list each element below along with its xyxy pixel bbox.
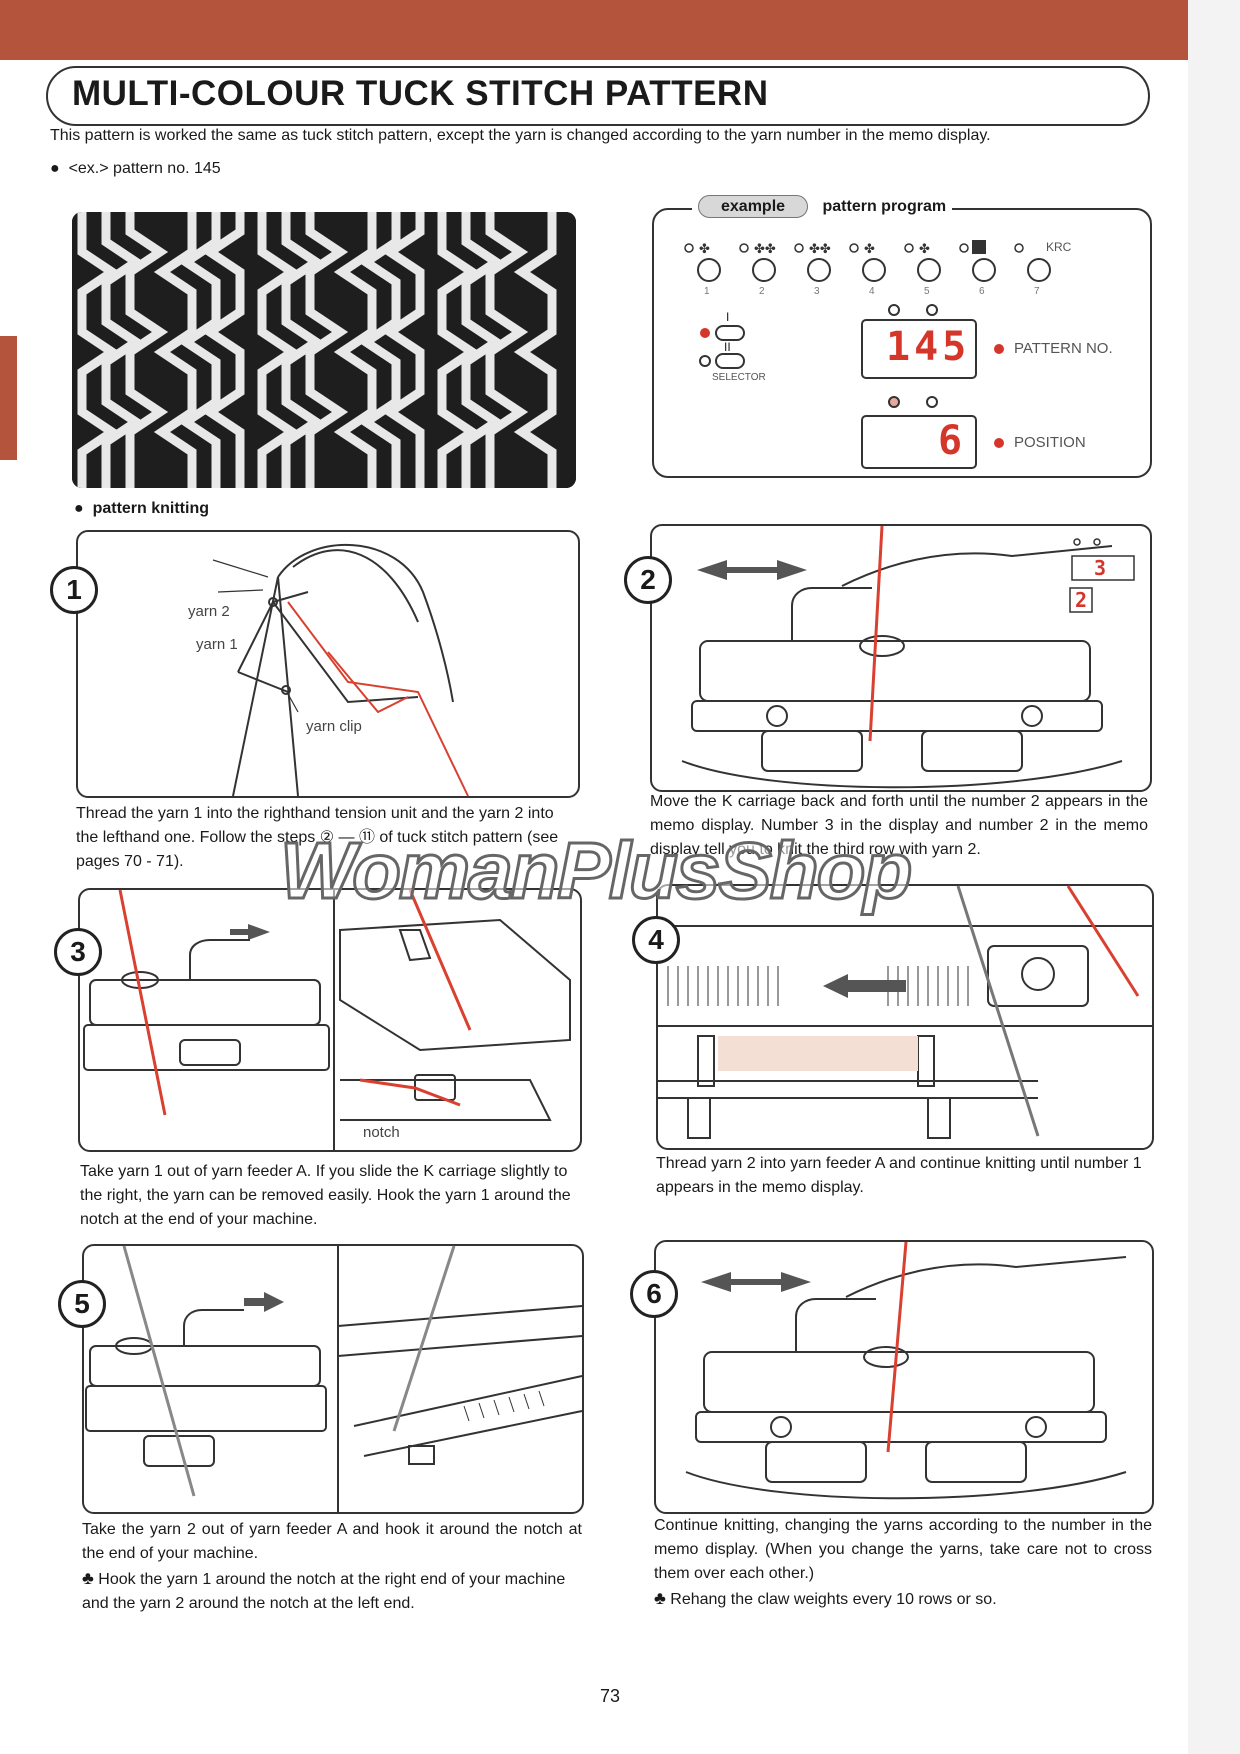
step-5-caption: Take the yarn 2 out of yarn feeder A and… xyxy=(82,1521,582,1562)
club-icon: ♣ xyxy=(82,1568,94,1588)
control-panel-graphic: ✤ ✤✤ ✤✤ ✤ ✤ xyxy=(684,240,1051,469)
club-icon: ♣ xyxy=(654,1588,666,1608)
position-label: POSITION xyxy=(1014,434,1086,451)
svg-text:✤✤: ✤✤ xyxy=(754,242,776,257)
button-number: 1 xyxy=(704,286,710,297)
panel-heading: example pattern program xyxy=(692,195,953,218)
memo-display-top: 3 xyxy=(1094,556,1111,580)
position-display: 6 xyxy=(938,418,967,464)
top-color-bar xyxy=(0,0,1188,60)
pattern-no-display: 145 xyxy=(886,324,971,370)
button-number: 4 xyxy=(869,286,875,297)
step-2-number: 2 xyxy=(624,556,672,604)
step-1-number: 1 xyxy=(50,566,98,614)
step-6-caption: Continue knitting, changing the yarns ac… xyxy=(654,1517,1152,1582)
step-2-illustration: 3 2 xyxy=(650,524,1152,792)
pattern-program-panel: ✤ ✤✤ ✤✤ ✤ ✤ example pattern program KRC … xyxy=(652,195,1152,478)
button-number: 5 xyxy=(924,286,930,297)
pattern-program-heading: pattern program xyxy=(822,198,947,215)
needle-bed-drawing xyxy=(658,885,1152,1139)
page-title: MULTI-COLOUR TUCK STITCH PATTERN xyxy=(72,74,769,113)
pattern-no-label: PATTERN NO. xyxy=(1014,340,1113,357)
carriage-drawing-6 xyxy=(685,1241,1127,1500)
example-label: <ex.> pattern no. 145 xyxy=(68,160,221,177)
step-6-note-text: Rehang the claw weights every 10 rows or… xyxy=(670,1591,997,1608)
step-3-number: 3 xyxy=(54,928,102,976)
notch-label: notch xyxy=(363,1124,400,1141)
watermark: WomanPlusShop xyxy=(278,825,913,917)
carriage-drawing-5 xyxy=(85,1245,583,1512)
intro-paragraph: This pattern is worked the same as tuck … xyxy=(50,127,991,144)
step-3-illustration: notch xyxy=(78,888,582,1152)
carriage-drawing-2 xyxy=(681,525,1135,789)
selector-ii-label: II xyxy=(724,340,731,354)
step-5-note: ♣ Hook the yarn 1 around the notch at th… xyxy=(82,1566,582,1616)
title-frame xyxy=(46,66,1150,126)
button-number: 7 xyxy=(1034,286,1040,297)
step-1-caption: Thread the yarn 1 into the righthand ten… xyxy=(76,805,559,870)
svg-text:✤: ✤ xyxy=(919,242,930,257)
pattern-knitting-label: pattern knitting xyxy=(92,500,209,517)
side-tab xyxy=(0,336,17,460)
section-label: ● pattern knitting xyxy=(74,500,209,517)
step-4-illustration xyxy=(656,884,1154,1150)
step-6-number: 6 xyxy=(630,1270,678,1318)
step-1-illustration: yarn 2 yarn 1 yarn clip xyxy=(76,530,580,798)
svg-text:✤: ✤ xyxy=(864,242,875,257)
selector-i-label: I xyxy=(726,310,730,324)
tension-unit-drawing xyxy=(212,543,469,797)
example-line: ● <ex.> pattern no. 145 xyxy=(50,160,221,177)
step-5-note-text: Hook the yarn 1 around the notch at the … xyxy=(82,1571,566,1612)
yarn1-label: yarn 1 xyxy=(196,636,238,653)
button-number: 6 xyxy=(979,286,985,297)
button-number: 3 xyxy=(814,286,820,297)
swatch-pattern-graphic xyxy=(72,212,576,488)
page-edge xyxy=(1188,0,1240,1754)
step-2-caption: Move the K carriage back and forth until… xyxy=(650,793,1148,858)
step-6-note: ♣ Rehang the claw weights every 10 rows … xyxy=(654,1586,1152,1612)
knitted-swatch-image xyxy=(72,212,576,488)
svg-text:✤✤: ✤✤ xyxy=(809,242,831,257)
example-badge: example xyxy=(698,195,809,218)
page-number: 73 xyxy=(600,1686,621,1706)
memo-display-value: 2 xyxy=(1075,588,1092,612)
step-5-number: 5 xyxy=(58,1280,106,1328)
button-number: 2 xyxy=(759,286,765,297)
svg-text:✤: ✤ xyxy=(699,242,710,257)
krc-label: KRC xyxy=(1046,240,1072,254)
yarn2-label: yarn 2 xyxy=(188,603,230,620)
step-3-caption: Take yarn 1 out of yarn feeder A. If you… xyxy=(80,1163,571,1228)
step-4-caption: Thread yarn 2 into yarn feeder A and con… xyxy=(656,1155,1142,1196)
carriage-drawing-3 xyxy=(83,889,571,1150)
selector-label: SELECTOR xyxy=(712,372,766,383)
step-6-illustration xyxy=(654,1240,1154,1514)
step-5-illustration xyxy=(82,1244,584,1514)
step-4-number: 4 xyxy=(632,916,680,964)
intro-text: This pattern is worked the same as tuck … xyxy=(50,122,1080,182)
yarn-clip-label: yarn clip xyxy=(306,718,362,735)
